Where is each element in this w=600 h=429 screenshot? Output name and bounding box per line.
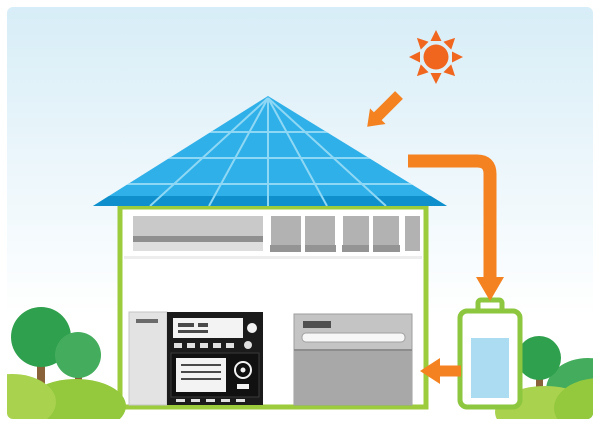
microwave	[170, 352, 260, 398]
window-mullion	[301, 215, 305, 252]
kitchen-side-panel	[128, 311, 168, 406]
tree-icon	[55, 332, 101, 378]
upper-window-1	[269, 214, 337, 253]
floor-divider	[124, 256, 422, 259]
window-mullion	[369, 215, 373, 252]
tree-trunk	[37, 352, 45, 407]
dishwasher	[293, 313, 413, 406]
kitchen-appliance-unit	[128, 311, 263, 406]
dishwasher-door	[294, 351, 412, 405]
sun-icon	[409, 30, 463, 84]
sun-core	[423, 44, 449, 70]
roof-to-battery-arrow-icon	[408, 154, 504, 301]
upper-window-3	[403, 214, 422, 253]
upper-window-2	[341, 214, 401, 253]
battery-charge-level	[471, 338, 509, 398]
appliance-display	[173, 318, 257, 338]
bush-icon	[554, 378, 593, 419]
appliance-base-vents	[176, 399, 245, 402]
range-hood	[133, 216, 263, 251]
battery-icon	[457, 297, 523, 410]
microwave-knob	[234, 361, 252, 379]
dishwasher-door-seam	[294, 349, 412, 351]
tree-icon	[517, 336, 561, 380]
appliance-buttons	[174, 341, 252, 349]
cabinet-handle	[136, 319, 158, 323]
sun-to-roof-arrow-icon	[367, 91, 403, 127]
dishwasher-control-panel	[303, 321, 331, 328]
battery-to-appliance-arrow-icon	[420, 358, 461, 384]
appliance-knob	[247, 323, 257, 333]
dishwasher-handle-bar	[301, 332, 406, 343]
microwave-window	[176, 358, 226, 392]
roof-eave	[93, 196, 447, 206]
bush-icon	[7, 374, 56, 419]
microwave-button	[237, 384, 249, 389]
